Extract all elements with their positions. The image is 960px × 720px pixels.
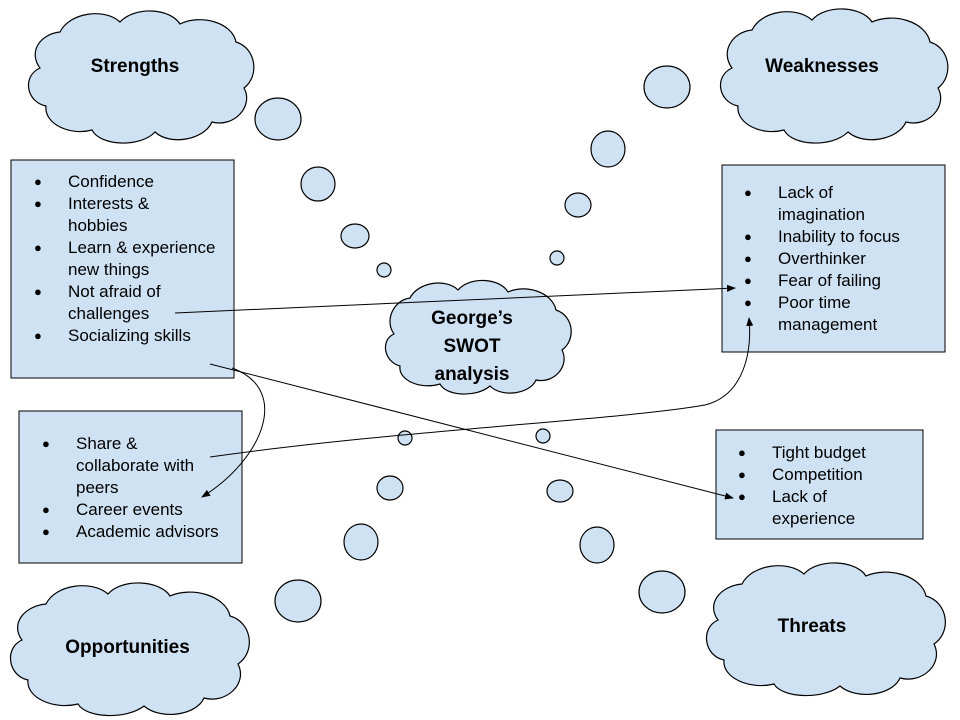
- list-item: ●Career events: [42, 500, 183, 519]
- list-item: ●Poor time management: [744, 293, 878, 334]
- center-title-line: George’s: [431, 308, 513, 329]
- opportunities-title: Opportunities: [65, 637, 190, 658]
- strength-text: Interests & hobbies: [68, 194, 150, 235]
- list-item: ●Socializing skills: [34, 326, 191, 345]
- bubble: [376, 475, 404, 501]
- list-item: ●Confidence: [34, 172, 155, 191]
- list-item: ●Lack of imagination: [744, 183, 865, 224]
- weakness-text: Inability to focus: [778, 227, 900, 246]
- weakness-text: Poor time management: [778, 293, 878, 334]
- center-title-line: SWOT: [443, 336, 501, 357]
- opportunity-text: Academic advisors: [76, 522, 219, 541]
- center-title-line: analysis: [434, 364, 510, 385]
- weaknesses-title: Weaknesses: [765, 56, 879, 77]
- bubble: [376, 262, 392, 278]
- threats-box: ●Tight budget ●Competition ●Lack of expe…: [716, 442, 923, 532]
- strength-text: Socializing skills: [68, 326, 191, 345]
- bubble: [535, 428, 551, 444]
- bubble: [643, 65, 691, 109]
- strengths-box-shape: [10, 159, 235, 379]
- list-item: ●Academic advisors: [42, 522, 219, 541]
- strengths-title: Strengths: [90, 56, 180, 77]
- list-item: ●Overthinker: [744, 249, 866, 268]
- strength-text: Learn & experience new things: [68, 238, 216, 279]
- cloud-weaknesses: [719, 8, 949, 144]
- threat-text: Tight budget: [772, 443, 866, 462]
- bubble: [564, 192, 592, 218]
- opportunities-box: ●Share & collaborate with peers ●Career …: [20, 433, 242, 553]
- list-item: ●Learn & experience new things: [34, 238, 216, 279]
- bubble: [579, 526, 615, 564]
- bubble: [638, 570, 686, 614]
- list-item: ●Share & collaborate with peers: [42, 434, 195, 497]
- list-item: ●Lack of experience: [738, 487, 856, 528]
- center-title: George’s SWOT analysis: [397, 305, 547, 389]
- bubble: [340, 223, 370, 249]
- bubble: [274, 579, 322, 623]
- bubble: [397, 430, 413, 446]
- weakness-text: Fear of failing: [778, 271, 881, 290]
- strength-text: Not afraid of challenges: [68, 282, 161, 323]
- bubble: [343, 523, 379, 561]
- bubble: [254, 97, 302, 141]
- bubble: [300, 166, 336, 202]
- cloud-strengths: [27, 10, 255, 144]
- strengths-box: ●Confidence ●Interests & hobbies ●Learn …: [12, 171, 234, 371]
- list-item: ●Not afraid of challenges: [34, 282, 161, 323]
- weakness-text: Overthinker: [778, 249, 866, 268]
- list-item: ●Inability to focus: [744, 227, 900, 246]
- weaknesses-box-shape: [721, 164, 946, 353]
- threat-text: Competition: [772, 465, 863, 484]
- opportunity-text: Share & collaborate with peers: [76, 434, 195, 497]
- list-item: ●Competition: [738, 465, 863, 484]
- threats-title: Threats: [777, 616, 847, 637]
- threat-text: Lack of experience: [772, 487, 856, 528]
- threats-box-shape: [715, 429, 924, 540]
- bubble: [546, 479, 574, 503]
- weaknesses-box: ●Lack of imagination ●Inability to focus…: [722, 182, 945, 342]
- bubble: [549, 250, 565, 266]
- list-item: ●Tight budget: [738, 443, 866, 462]
- list-item: ●Interests & hobbies: [34, 194, 150, 235]
- strength-text: Confidence: [68, 172, 155, 191]
- list-item: ●Fear of failing: [744, 271, 881, 290]
- cloud-threats: [705, 562, 946, 697]
- weakness-text: Lack of imagination: [778, 183, 865, 224]
- cloud-opportunities: [9, 582, 250, 717]
- bubble: [590, 130, 626, 168]
- opportunity-text: Career events: [76, 500, 183, 519]
